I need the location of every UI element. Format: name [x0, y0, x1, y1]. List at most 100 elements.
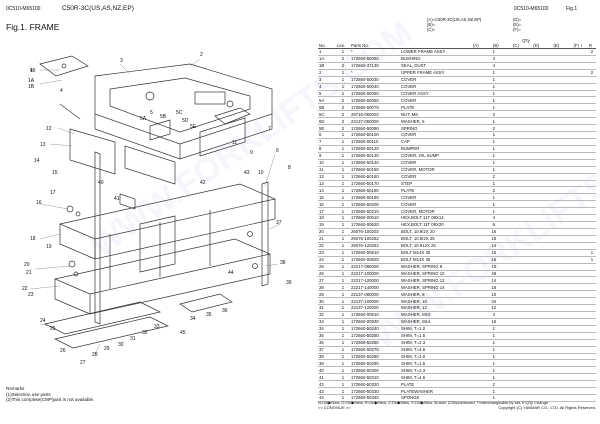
cell-no: 26: [318, 270, 336, 278]
cell-r: [588, 380, 596, 389]
callout-number: 24: [40, 318, 46, 324]
callout-number: 21: [26, 270, 32, 276]
callout-number: 13: [40, 142, 46, 148]
cell-qty-a: 1: [472, 193, 516, 202]
cell-qty-d: [541, 311, 555, 319]
callout-number: 17: [50, 190, 56, 196]
cell-qty-b: [515, 394, 529, 403]
cell-qty-e: [554, 76, 567, 84]
cell-no: 36: [318, 339, 336, 347]
cell-qty-d: [541, 221, 555, 229]
cell-no: 20: [318, 228, 336, 236]
legend-b: (B)=: [427, 22, 436, 28]
cell-qty-a: 34: [472, 297, 516, 306]
cell-parts-no: 172660-50090: [350, 124, 400, 133]
cell-qty-d: [541, 131, 555, 139]
cell-qty-e: [554, 263, 567, 271]
model-legend: (A)=C50R-3C(US,AS,NZ,EP) (B)= (C)=: [427, 17, 481, 33]
cell-qty-a: 2: [472, 124, 516, 133]
cell-qty-c: [528, 186, 542, 195]
cell-qty-e: [554, 48, 567, 56]
cell-no: 23: [318, 249, 336, 257]
cell-qty-b: [515, 318, 529, 326]
cell-r: [588, 152, 596, 160]
remarks-line-1: (1)Selection use parts: [6, 391, 51, 397]
cell-qty-c: [528, 304, 542, 313]
cell-no: 1: [318, 48, 336, 56]
cell-qty-f: [566, 346, 580, 354]
cell-no: 3: [318, 76, 336, 84]
cell-qty-f: [566, 242, 580, 250]
cell-qty-a: 1: [472, 180, 516, 188]
cell-description: SHIM, T=4.5: [400, 346, 472, 354]
cell-qty-c: [528, 117, 542, 126]
cell-qty-d: [541, 242, 555, 250]
cell-qty-a: 14: [472, 242, 516, 250]
cell-qty-e: [554, 180, 567, 188]
cell-qty-a: 1: [472, 103, 516, 112]
cell-r: [588, 221, 596, 229]
cell-parts-no: 172660-50240: [350, 325, 400, 333]
legend-f: (F)=: [513, 27, 521, 33]
cell-no: 31: [318, 304, 336, 313]
callout-number: 19: [46, 244, 52, 250]
cell-no: 10: [318, 159, 336, 167]
cell-i: [580, 214, 588, 223]
cell-qty-c: [528, 62, 542, 70]
cell-no: 18: [318, 214, 336, 223]
cell-lev: 1: [336, 304, 350, 313]
cell-lev: 2: [336, 103, 350, 112]
cell-qty-c: [528, 166, 542, 174]
cell-qty-b: [515, 90, 529, 98]
cell-qty-e: [554, 339, 567, 347]
cell-qty-a: 1: [472, 90, 516, 98]
cell-qty-e: [554, 256, 567, 264]
cell-parts-no: 172660-50050: [350, 90, 400, 98]
cell-r: 1: [588, 249, 596, 257]
cell-i: [580, 200, 588, 209]
callout-number: 11: [232, 140, 237, 146]
cell-parts-no: 26076-100202: [350, 228, 400, 236]
cell-r: [588, 186, 596, 195]
cell-qty-c: [528, 276, 542, 285]
cell-qty-d: [541, 332, 555, 340]
cell-r: [588, 270, 596, 278]
cell-r: [588, 103, 596, 112]
cell-qty-e: [554, 159, 567, 167]
cell-parts-no: 172660-50180: [350, 186, 400, 195]
cell-r: [588, 339, 596, 347]
cell-qty-a: 16: [472, 283, 516, 292]
col-i: I: [580, 37, 588, 49]
cell-qty-b: [515, 380, 529, 389]
cell-qty-b: [515, 270, 529, 278]
cell-parts-no: 172660-50070: [350, 103, 400, 112]
cell-qty-e: [554, 304, 567, 313]
cell-parts-no: 172660-50060: [350, 96, 400, 105]
cell-qty-f: [566, 339, 580, 347]
remarks-box: Remarks (1)Selection use parts (2)This c…: [6, 386, 94, 403]
cell-i: [580, 387, 588, 396]
cell-no: 22: [318, 242, 336, 250]
cell-i: [580, 318, 588, 326]
cell-no: 8: [318, 145, 336, 153]
cell-qty-d: [541, 159, 555, 167]
cell-r: [588, 387, 596, 396]
callout-number: 25: [50, 326, 56, 332]
callout-number: 5B: [160, 114, 167, 120]
cell-qty-c: [528, 76, 542, 84]
cell-lev: 1: [336, 173, 350, 181]
cell-qty-f: [566, 159, 580, 167]
cell-qty-e: [554, 249, 567, 257]
cell-r: [588, 242, 596, 250]
qty-subheader: (D): [533, 42, 540, 48]
cell-qty-f: [566, 318, 580, 326]
